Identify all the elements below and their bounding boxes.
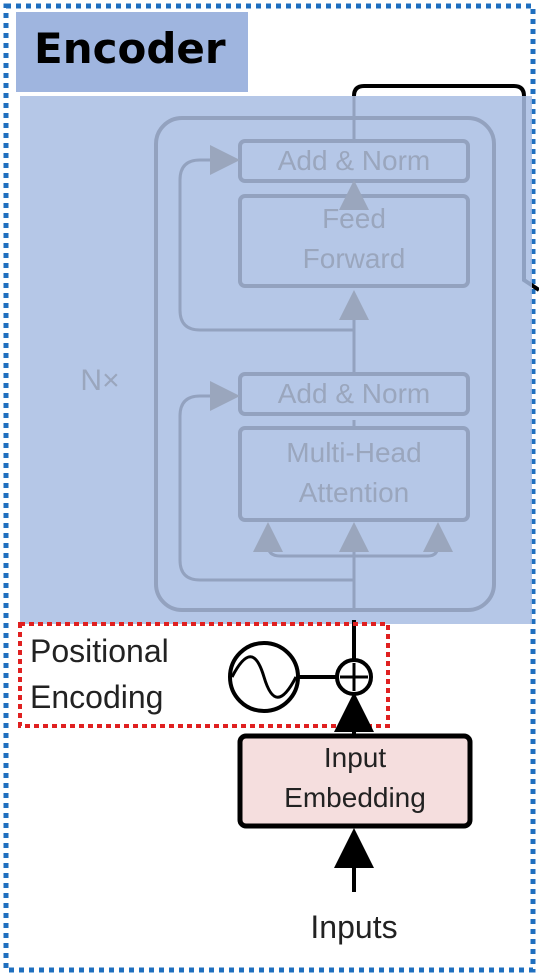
- feed-forward-label-line2: Forward: [302, 243, 406, 274]
- attention-label-line1: Multi-Head: [286, 437, 422, 468]
- add-norm-bottom-label: Add & Norm: [277, 378, 431, 409]
- repeat-count-label: N×: [80, 364, 120, 397]
- positional-encoding-box: [18, 622, 390, 728]
- nx-container: [154, 116, 496, 612]
- residual-bottom: [178, 381, 354, 582]
- input-embedding-box: [237, 733, 473, 829]
- page-title: Encoder: [34, 24, 226, 73]
- add-norm-top-label: Add & Norm: [277, 145, 431, 176]
- embedding-label-line2: Embedding: [284, 782, 426, 813]
- decoder-connection-line: [352, 84, 539, 292]
- embedding-label-line1: Input: [323, 742, 387, 773]
- sine-wave-curve: [230, 655, 298, 699]
- positional-label-line1: Positional: [30, 633, 169, 669]
- encoder-outer-border: [3, 3, 536, 973]
- title-badge: Encoder: [16, 12, 248, 92]
- attention-label-line2: Attention: [298, 477, 410, 508]
- feed-forward-label-line1: Feed: [322, 203, 386, 234]
- inputs-label: Inputs: [310, 909, 398, 945]
- positional-label-line2: Encoding: [30, 679, 164, 715]
- residual-top: [178, 145, 354, 332]
